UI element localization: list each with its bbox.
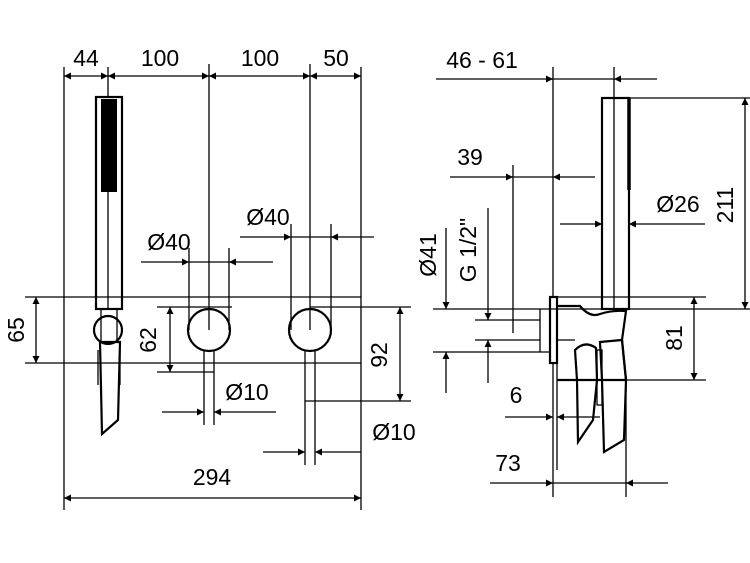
dim-46-61: 46 - 61 (436, 47, 657, 83)
dim-62: 62 (135, 306, 232, 373)
dim-dia40-label: Ø40 (246, 204, 289, 230)
dim-294-label: 294 (193, 464, 232, 490)
wall-plate-and-pipe (433, 295, 706, 365)
dim-100-label: 100 (241, 45, 279, 71)
dim-92-label: 92 (366, 342, 392, 368)
dim-dia41: Ø41 (415, 228, 450, 393)
hand-shower-side (600, 96, 631, 311)
dim-dia10-a: Ø10 (162, 379, 276, 416)
dim-211-label: 211 (712, 187, 738, 224)
dim-dia40-label: Ø40 (147, 229, 190, 255)
dim-dia41-label: Ø41 (415, 233, 441, 276)
dim-65: 65 (3, 297, 40, 363)
dim-thread-label: G 1/2" (455, 218, 481, 282)
dim-dia10-label: Ø10 (225, 379, 268, 405)
dim-dia10-b: Ø10 (263, 419, 416, 456)
dim-thread: G 1/2" (455, 208, 492, 383)
dim-65-label: 65 (3, 317, 29, 343)
dim-50-label: 50 (323, 45, 349, 71)
mixer-body-side (557, 304, 628, 454)
dim-6-label: 6 (510, 382, 523, 408)
dim-73: 73 (490, 380, 668, 497)
dim-39: 39 (450, 144, 595, 333)
dim-46-61-label: 46 - 61 (446, 47, 518, 73)
dim-294: 294 (64, 464, 361, 502)
dim-211: 211 (550, 97, 750, 310)
dim-81: 81 (557, 297, 706, 381)
dim-dia10-label: Ø10 (372, 419, 415, 445)
mixer-handle-2 (287, 307, 333, 465)
dim-39-label: 39 (457, 144, 483, 170)
dim-62-label: 62 (135, 327, 161, 353)
dim-dia40-a: Ø40 (141, 229, 273, 330)
dim-44-label: 44 (73, 45, 99, 71)
front-view: 44 100 100 50 65 (3, 45, 416, 510)
side-view: 46 - 61 211 Ø26 39 (415, 47, 750, 497)
dim-100-label: 100 (141, 45, 179, 71)
dim-81-label: 81 (661, 325, 687, 351)
dim-6: 6 (505, 363, 600, 470)
dim-73-label: 73 (495, 450, 521, 476)
dim-dia40-b: Ø40 (240, 204, 374, 330)
hand-shower (92, 95, 124, 437)
dim-dia26: Ø26 (560, 191, 705, 228)
dim-dia26-label: Ø26 (656, 191, 699, 217)
extension-lines (25, 64, 362, 510)
dim-92: 92 (305, 306, 411, 402)
